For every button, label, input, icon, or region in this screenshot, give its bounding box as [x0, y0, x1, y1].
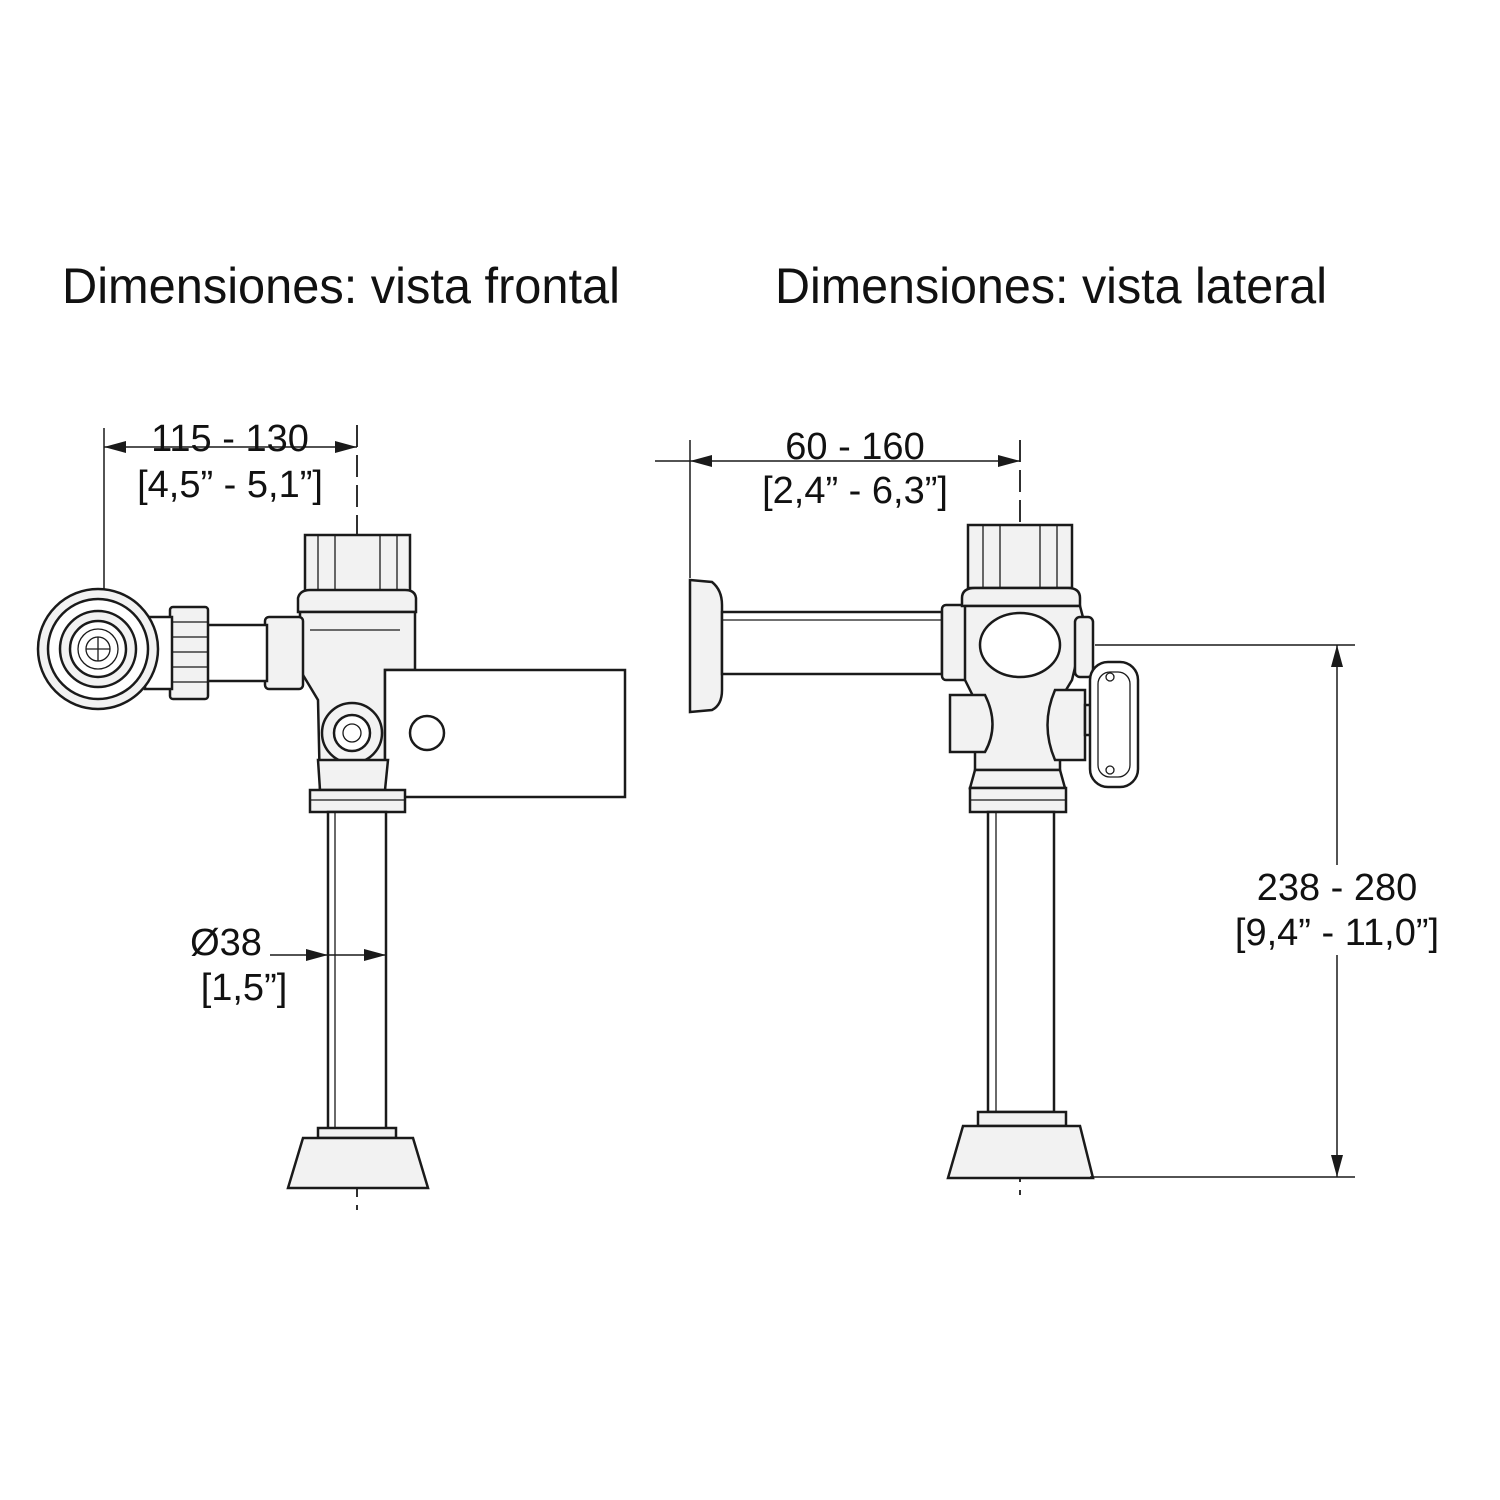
side-outlet-tube: [986, 810, 1056, 1114]
side-height-dim-in: [9,4” - 11,0”]: [1235, 912, 1439, 954]
front-diameter-dim-in: [1,5”]: [201, 967, 288, 1009]
front-lower-nut: [308, 788, 407, 814]
side-solenoid-box: [1088, 660, 1140, 789]
side-push-button: [1073, 615, 1095, 679]
side-depth-dim-mm: 60 - 160: [785, 426, 924, 468]
side-depth-dim-in: [2,4” - 6,3”]: [762, 470, 948, 512]
front-view-drawing: 115 - 130 [4,5” - 5,1”] Ø38 [1,5”]: [36, 418, 627, 1210]
front-coupling: [168, 605, 210, 701]
front-floor-flange: [286, 1136, 430, 1190]
front-outlet-tube: [326, 810, 388, 1132]
front-sensor-window: [408, 714, 446, 752]
front-top-cap: [303, 533, 412, 597]
side-view-title: Dimensiones: vista lateral: [775, 258, 1327, 314]
front-width-dim-mm: 115 - 130: [151, 418, 309, 460]
side-height-dim-mm: 238 - 280: [1257, 867, 1418, 909]
side-inlet-tube: [720, 610, 944, 676]
front-width-dim-in: [4,5” - 5,1”]: [137, 464, 323, 506]
side-view-drawing: 60 - 160 [2,4” - 6,3”] 238 - 280 [9,4” -…: [655, 426, 1439, 1195]
side-floor-flange: [946, 1124, 1095, 1180]
front-view-title: Dimensiones: vista frontal: [62, 258, 620, 314]
side-wall-flange: [688, 578, 724, 714]
front-inlet-nut: [263, 615, 305, 691]
front-inlet-tube: [203, 623, 269, 683]
front-diameter-dim-mm: Ø38: [190, 922, 262, 964]
